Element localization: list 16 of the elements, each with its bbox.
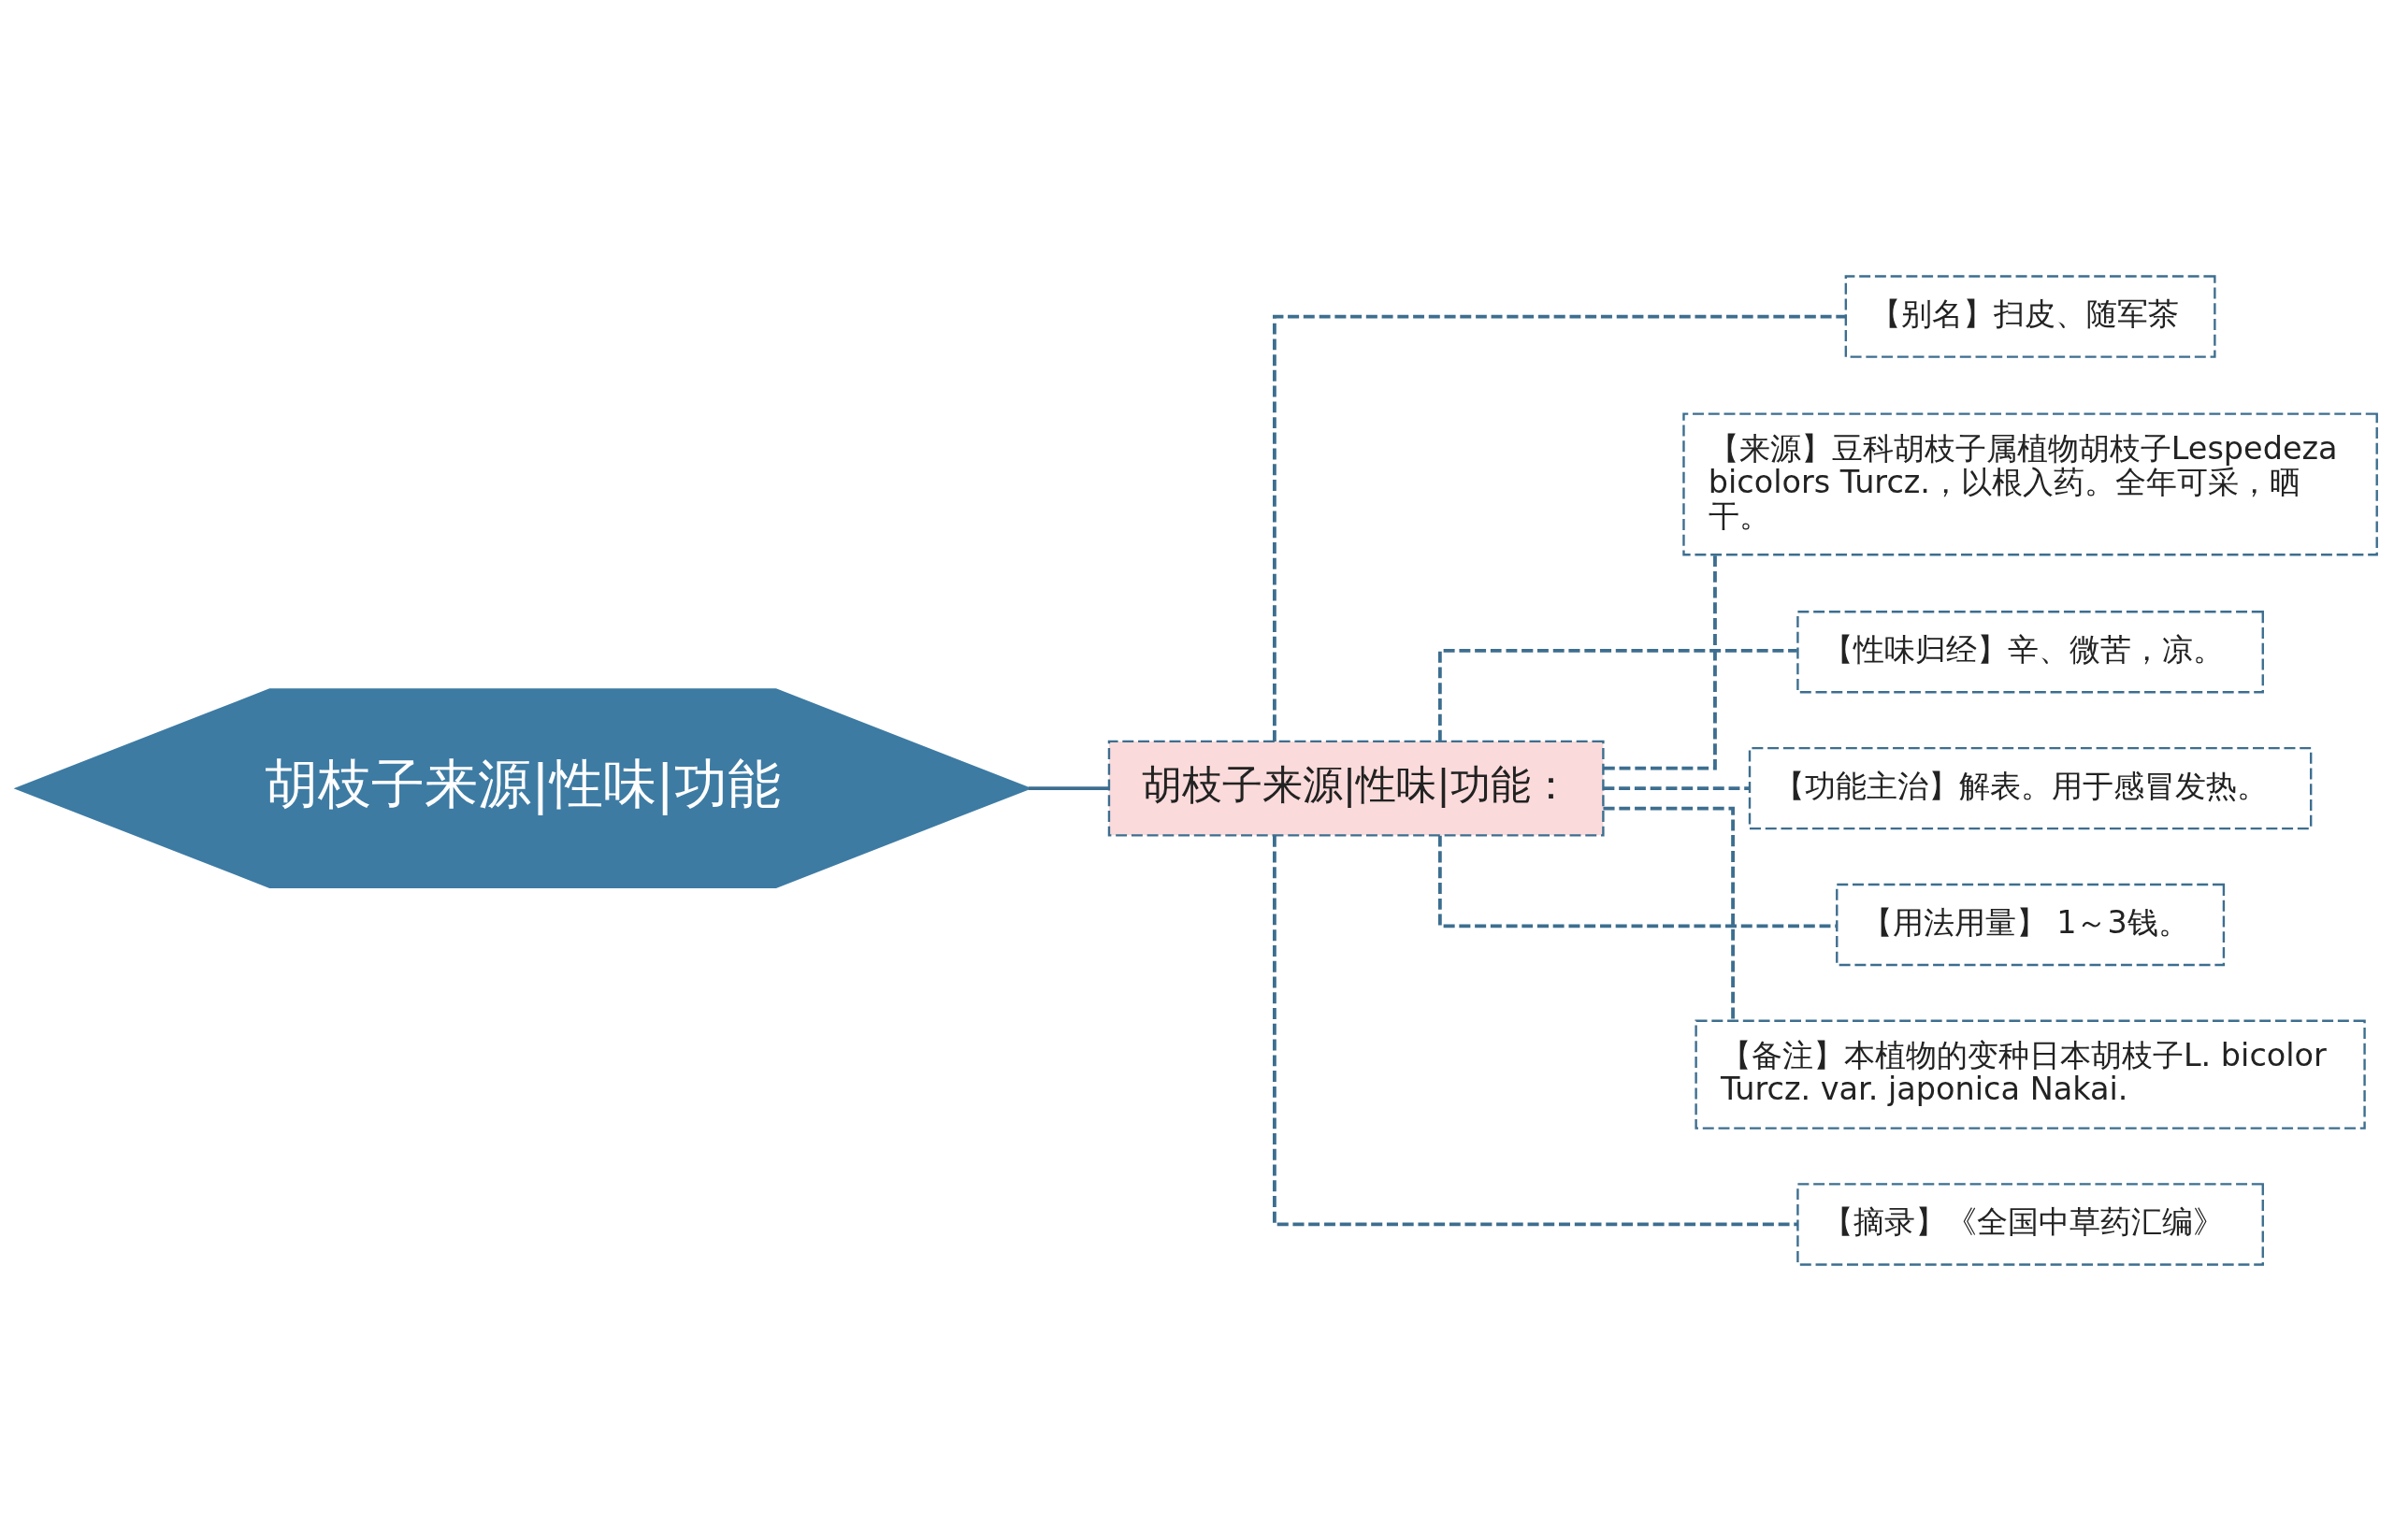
node-box: 【备注】本植物的变种日本胡枝子L. bicolor Turcz. var. japonica Nakai. [1695,1019,2366,1130]
node-box: 【来源】豆科胡枝子属植物胡枝子Lespedeza bicolors Turcz.，以根入药。全年可采，晒干。 [1682,411,2378,555]
node-box: 【别名】扫皮、随军茶 [1844,274,2216,358]
connector [1603,554,1717,770]
node-box: 【性味归经】辛、微苦，凉。 [1796,610,2264,693]
connector [1437,835,1837,928]
connector [1437,648,1797,741]
node-box: 【摘录】《全国中草药汇编》 [1796,1182,2264,1266]
connector [1028,785,1109,790]
connector [1603,806,1735,1021]
node-box: 【用法用量】 1～3钱。 [1836,883,2226,966]
connector [1273,835,1797,1226]
node-box: 胡枝子来源|性味|功能： [1107,740,1605,837]
connector [1273,314,1846,741]
connector [1603,785,1750,790]
node-box: 【功能主治】解表。用于感冒发热。 [1748,746,2313,829]
